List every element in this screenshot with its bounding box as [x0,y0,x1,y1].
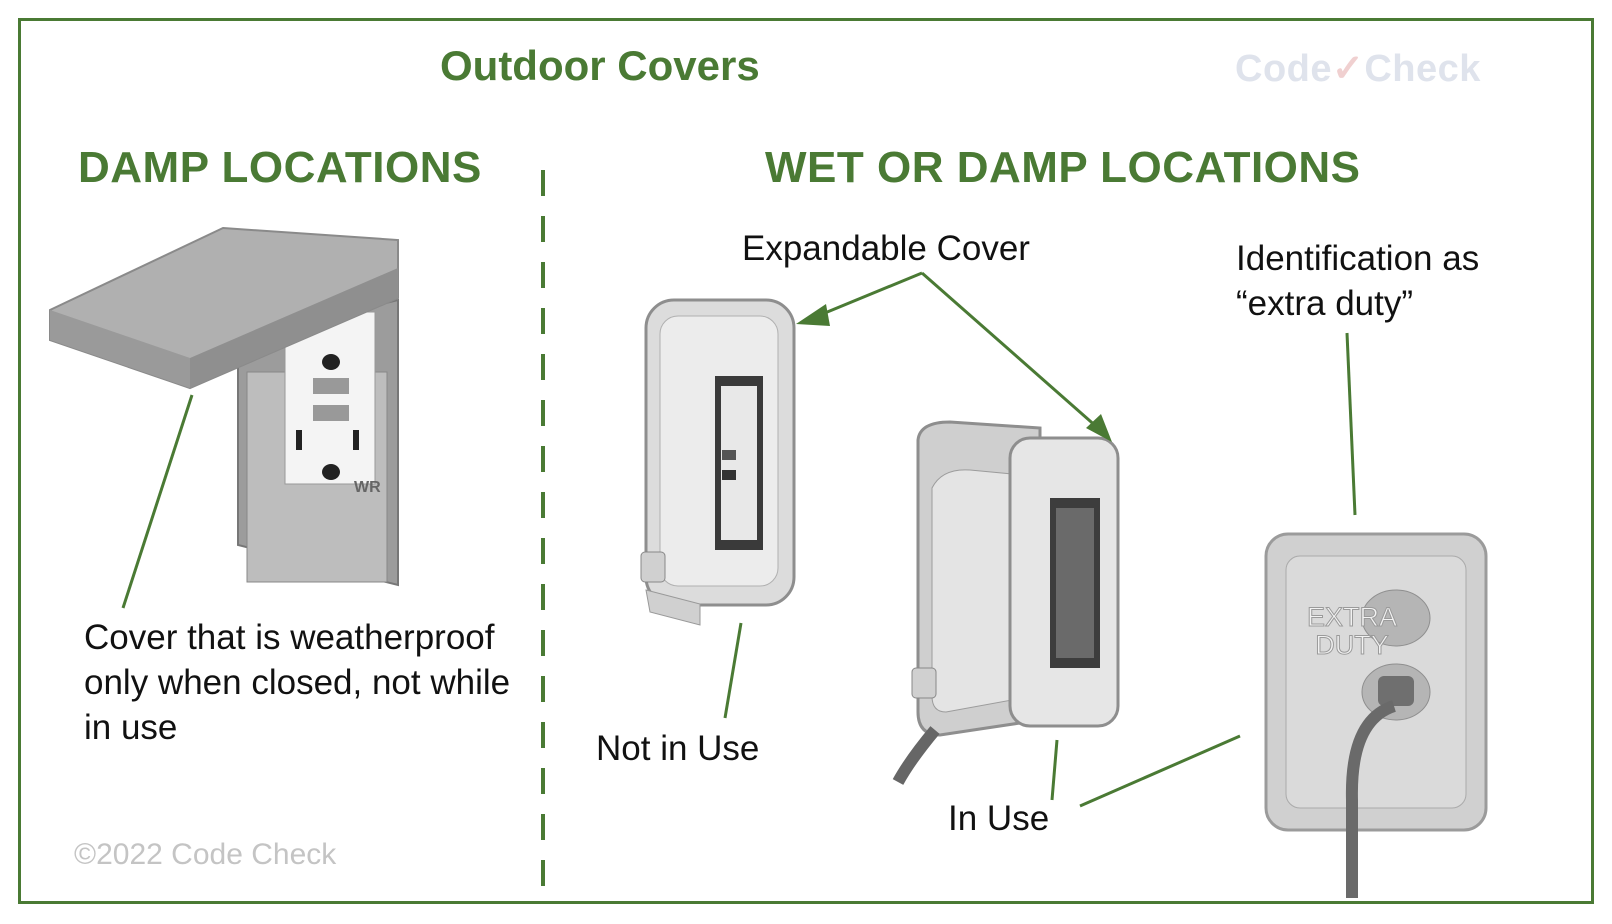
damp-callout-leader [121,394,194,609]
extra-duty-cover-illustration: EXTRA DUTY [1264,532,1488,898]
in-use-leader-left [1050,739,1059,801]
identification-leader [1345,332,1357,516]
not-in-use-leader [723,622,743,719]
logo-word-check: Check [1364,48,1481,90]
expandable-cover-label: Expandable Cover [742,229,1030,268]
wet-or-damp-locations-heading: WET OR DAMP LOCATIONS [765,143,1361,192]
expandable-cover-closed [640,298,796,626]
arrow-head-left [796,304,830,326]
in-use-label: In Use [948,799,1050,838]
extra-duty-mark-line1: EXTRA [1307,602,1397,632]
copyright-notice: ©2022 Code Check [74,838,337,871]
damp-cover-caption: Cover that is weatherproof only when clo… [84,618,511,747]
flip-lid-cover-illustration: WR [49,226,399,587]
damp-locations-heading: DAMP LOCATIONS [78,143,482,192]
arrow-head-right [1086,414,1112,442]
diagram-frame [18,18,1594,904]
in-use-leader-right [1079,734,1241,808]
not-in-use-label: Not in Use [596,729,760,768]
page-title: Outdoor Covers [440,42,760,89]
logo-check-icon: ✓ [1332,48,1365,90]
code-check-logo: Code✓Check [1235,46,1481,91]
expandable-cover-open [892,420,1120,785]
wr-mark: WR [354,479,381,496]
expandable-cover-arrows [796,271,1112,442]
extra-duty-mark-line2: DUTY [1315,630,1389,660]
identification-label: Identification as “extra duty” [1236,239,1480,323]
logo-word-code: Code [1235,48,1332,90]
